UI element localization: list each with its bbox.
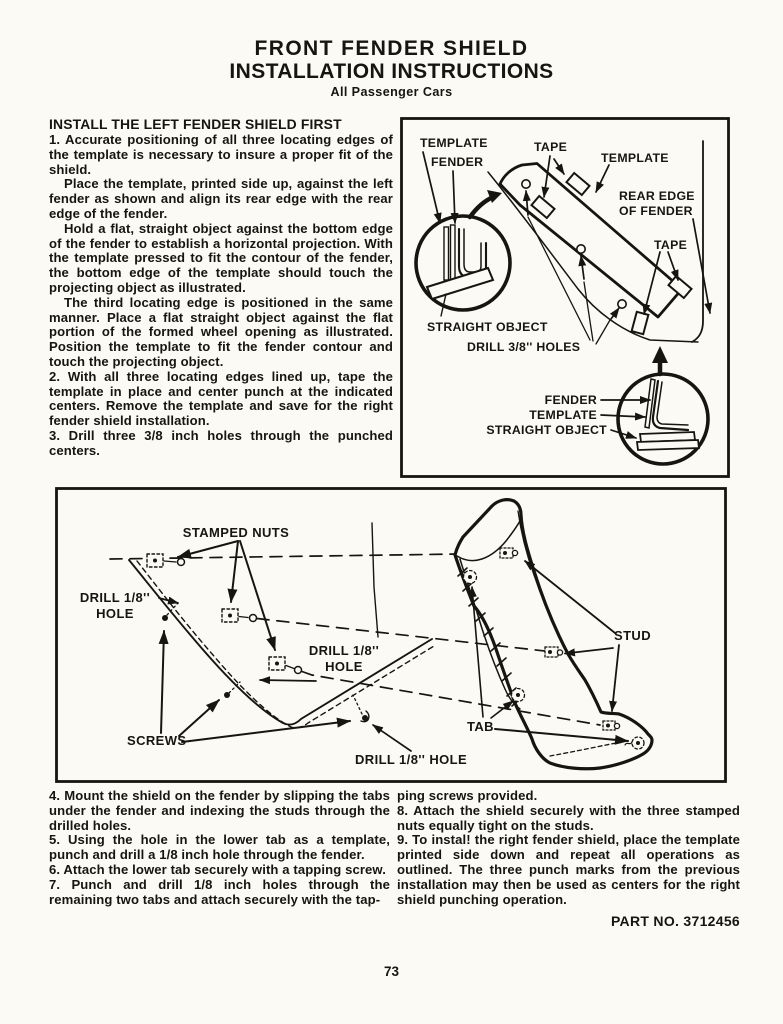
page-title-line2: INSTALLATION INSTRUCTIONS — [229, 59, 554, 83]
step-8: 8. Attach the shield securely with the t… — [397, 802, 740, 833]
label-drill-mid-1: DRILL 1/8'' — [309, 643, 379, 658]
screws-markers — [162, 602, 370, 723]
drill-holes-arrows — [522, 190, 620, 320]
drill-holes-leaders — [527, 216, 611, 345]
label-drill-bottom: DRILL 1/8'' HOLE — [355, 752, 467, 767]
template-installation-diagram: TEMPLATE FENDER TAPE TEMPLATE REAR EDGE … — [400, 117, 730, 478]
flip-arrow — [467, 190, 502, 220]
part-number: PART NO. 3712456 — [610, 913, 740, 930]
steps-column-right: ping screws provided. 8. Attach the shie… — [397, 788, 740, 930]
label-arrows — [158, 540, 629, 752]
punch-centers — [521, 178, 628, 310]
label-stud: STUD — [614, 628, 651, 643]
detail-circle-bottom — [616, 372, 710, 466]
label-leaders — [422, 151, 713, 317]
wheel-opening-solid — [128, 559, 433, 726]
wheel-opening-dashed — [136, 560, 435, 729]
intro-paragraph-4: The third locating edge is positioned in… — [49, 294, 393, 369]
step-5: 5. Using the hole in the lower tab as a … — [49, 832, 390, 863]
label-straight-object: STRAIGHT OBJECT — [427, 320, 548, 334]
shield-inner-lines — [456, 510, 622, 757]
intro-paragraph-3: Hold a flat, straight object against the… — [49, 220, 393, 295]
fender-outline — [487, 140, 704, 343]
section-heading: INSTALL THE LEFT FENDER SHIELD FIRST — [49, 116, 342, 132]
stamped-nut-1 — [146, 553, 186, 568]
label-tape-top: TAPE — [534, 140, 567, 154]
label-rear-edge-2: OF FENDER — [619, 204, 693, 218]
up-arrow — [652, 346, 668, 377]
label-template-upper: TEMPLATE — [420, 136, 488, 150]
stud-markers — [499, 547, 621, 731]
detail-circle-top — [414, 214, 512, 312]
label-drill-holes: DRILL 3/8'' HOLES — [467, 340, 580, 354]
diagram-border — [55, 487, 727, 783]
tab-markers — [462, 569, 645, 750]
step-6: 6. Attach the lower tab securely with a … — [49, 861, 386, 877]
install-instructions-column: INSTALL THE LEFT FENDER SHIELD FIRST 1. … — [49, 116, 393, 459]
label-template-lower: TEMPLATE — [529, 408, 597, 422]
stamped-nut-3 — [268, 656, 303, 675]
label-tab: TAB — [467, 719, 494, 734]
step-7: 7. Punch and drill 1/8 inch holes throug… — [49, 876, 390, 907]
stamped-nut-2 — [221, 608, 258, 623]
label-drill-mid-2: HOLE — [325, 659, 363, 674]
page-number: 73 — [383, 964, 400, 979]
step-9: 9. To instal! the right fender shield, p… — [397, 832, 740, 907]
page-subtitle: All Passenger Cars — [330, 85, 453, 100]
page-header: FRONT FENDER SHIELD INSTALLATION INSTRUC… — [0, 37, 783, 100]
detail-bottom-contents — [635, 378, 701, 451]
fender-peak-line — [371, 522, 379, 638]
label-straight-object-lower: STRAIGHT OBJECT — [486, 423, 607, 437]
alignment-dash-2 — [256, 617, 559, 654]
shield-mounting-diagram: STAMPED NUTS DRILL 1/8'' HOLE DRILL 1/8'… — [55, 487, 727, 783]
label-stamped-nuts: STAMPED NUTS — [183, 525, 289, 540]
alignment-dash-1 — [109, 552, 497, 560]
intro-paragraph-2: Place the template, printed side up, aga… — [49, 176, 393, 221]
label-screws: SCREWS — [127, 733, 186, 748]
intro-step-2: 2. With all three locating edges lined u… — [49, 368, 393, 429]
label-rear-edge-1: REAR EDGE — [619, 189, 695, 203]
steps-column-left: 4. Mount the shield on the fender by sli… — [49, 788, 390, 907]
label-drill-left-1: DRILL 1/8'' — [80, 590, 150, 605]
label-fender-lower: FENDER — [545, 393, 597, 407]
page-title-line1: FRONT FENDER SHIELD — [254, 37, 529, 60]
diagram-border — [400, 117, 730, 478]
bottom-label-arrows — [600, 396, 651, 439]
intro-step-1: 1. Accurate positioning of all three loc… — [49, 132, 393, 177]
label-fender-upper: FENDER — [431, 155, 483, 169]
label-tape-right: TAPE — [654, 238, 687, 252]
intro-step-3: 3. Drill three 3/8 inch holes through th… — [49, 427, 393, 458]
label-drill-left-2: HOLE — [96, 606, 134, 621]
step-4: 4. Mount the shield on the fender by sli… — [49, 788, 390, 833]
detail-top-contents — [425, 224, 495, 301]
label-template-right: TEMPLATE — [601, 151, 669, 165]
step-7-continued: ping screws provided. — [397, 788, 538, 803]
